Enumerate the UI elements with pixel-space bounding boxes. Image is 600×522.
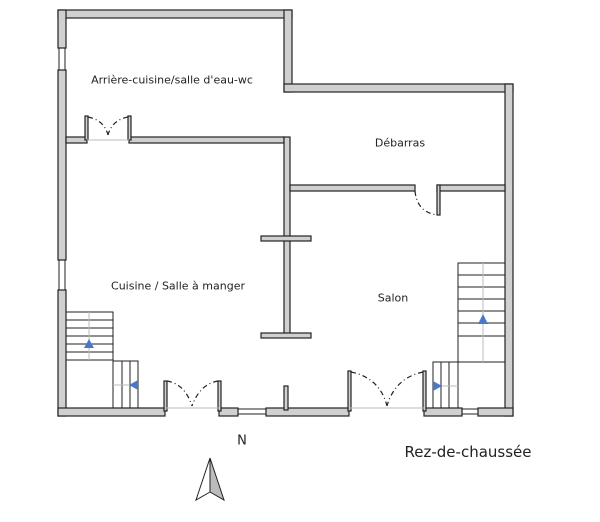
stairs-left: [65, 311, 139, 409]
doors: [87, 116, 438, 409]
room-label-salon: Salon: [377, 291, 409, 305]
room-label-cuisine: Cuisine / Salle à manger: [111, 279, 245, 293]
plan-title: Rez-de-chaussée: [404, 443, 532, 461]
room-label-arriere-cuisine: Arrière-cuisine/salle d'eau-wc: [91, 73, 253, 87]
stairs-right: [432, 262, 506, 409]
north-label: N: [237, 433, 247, 449]
stair-up-arrow-icon: [84, 339, 94, 348]
room-label-debarras: Débarras: [374, 136, 426, 150]
windows: [58, 47, 479, 415]
stair-up-arrow-icon: [478, 314, 488, 324]
walls: [57, 9, 514, 417]
stair-right-arrow-icon: [433, 381, 442, 391]
north-arrow-icon: [195, 457, 225, 502]
stair-left-arrow-icon: [129, 380, 138, 390]
